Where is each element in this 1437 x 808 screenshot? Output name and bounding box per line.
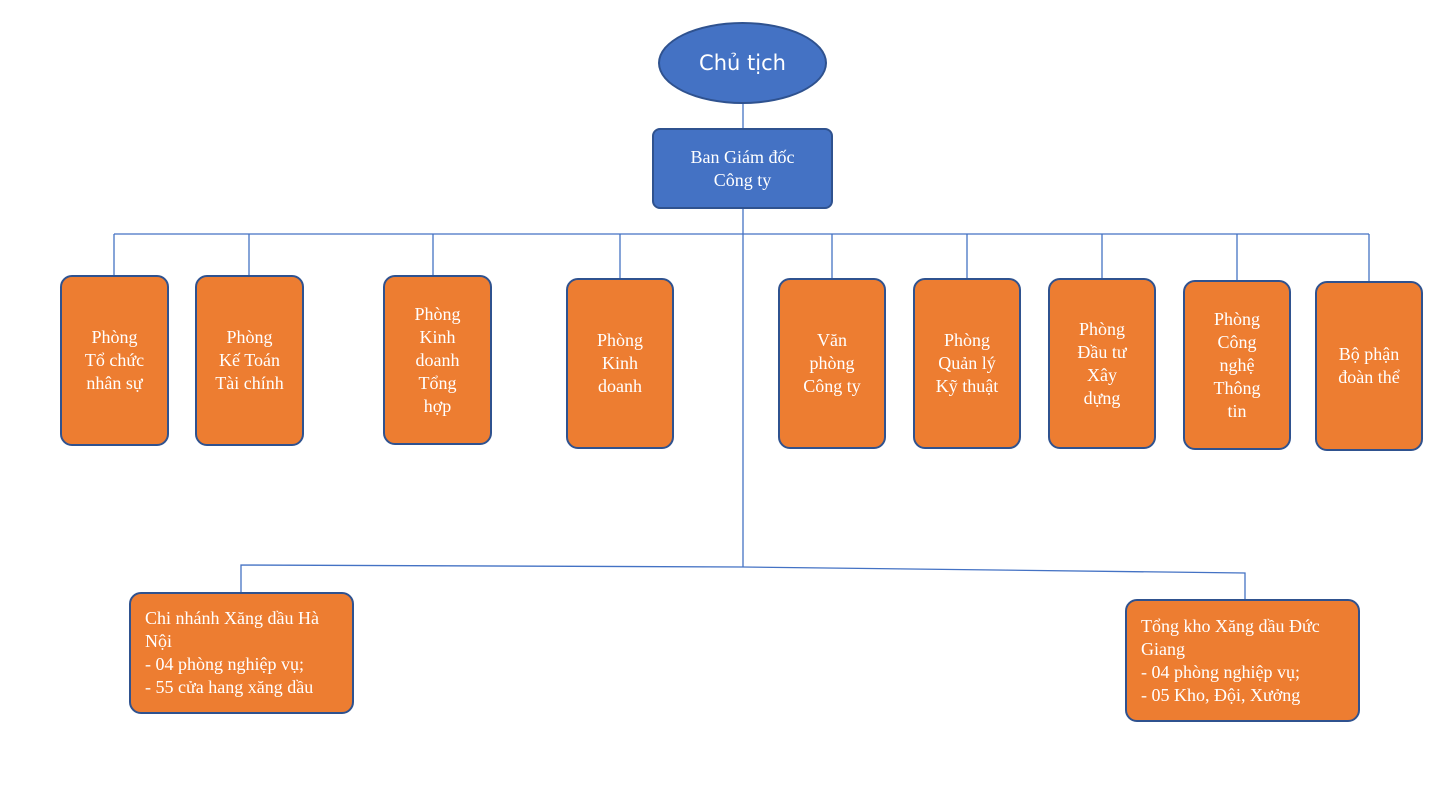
connector-branch-1: [240, 564, 744, 592]
department-technical-management-node: Phòng Quản lý Kỹ thuật: [913, 278, 1021, 449]
department-unions-node: Bộ phận đoàn thể: [1315, 281, 1423, 451]
department-accounting-finance-node: Phòng Kế Toán Tài chính: [195, 275, 304, 446]
chairman-node: Chủ tịch: [658, 22, 827, 104]
branch-hanoi-node: Chi nhánh Xăng dầu Hà Nội - 04 phòng ngh…: [129, 592, 354, 714]
department-company-office-node: Văn phòng Công ty: [778, 278, 886, 449]
department-it-node: Phòng Công nghệ Thông tin: [1183, 280, 1291, 450]
branch-duc-giang-depot-node: Tổng kho Xăng dầu Đức Giang - 04 phòng n…: [1125, 599, 1360, 722]
connector-branch-2: [742, 566, 1246, 599]
department-hr-node: Phòng Tổ chức nhân sự: [60, 275, 169, 446]
department-general-business-node: Phòng Kinh doanh Tổng hợp: [383, 275, 492, 445]
department-business-node: Phòng Kinh doanh: [566, 278, 674, 449]
department-investment-construction-node: Phòng Đầu tư Xây dựng: [1048, 278, 1156, 449]
board-of-directors-node: Ban Giám đốc Công ty: [652, 128, 833, 209]
